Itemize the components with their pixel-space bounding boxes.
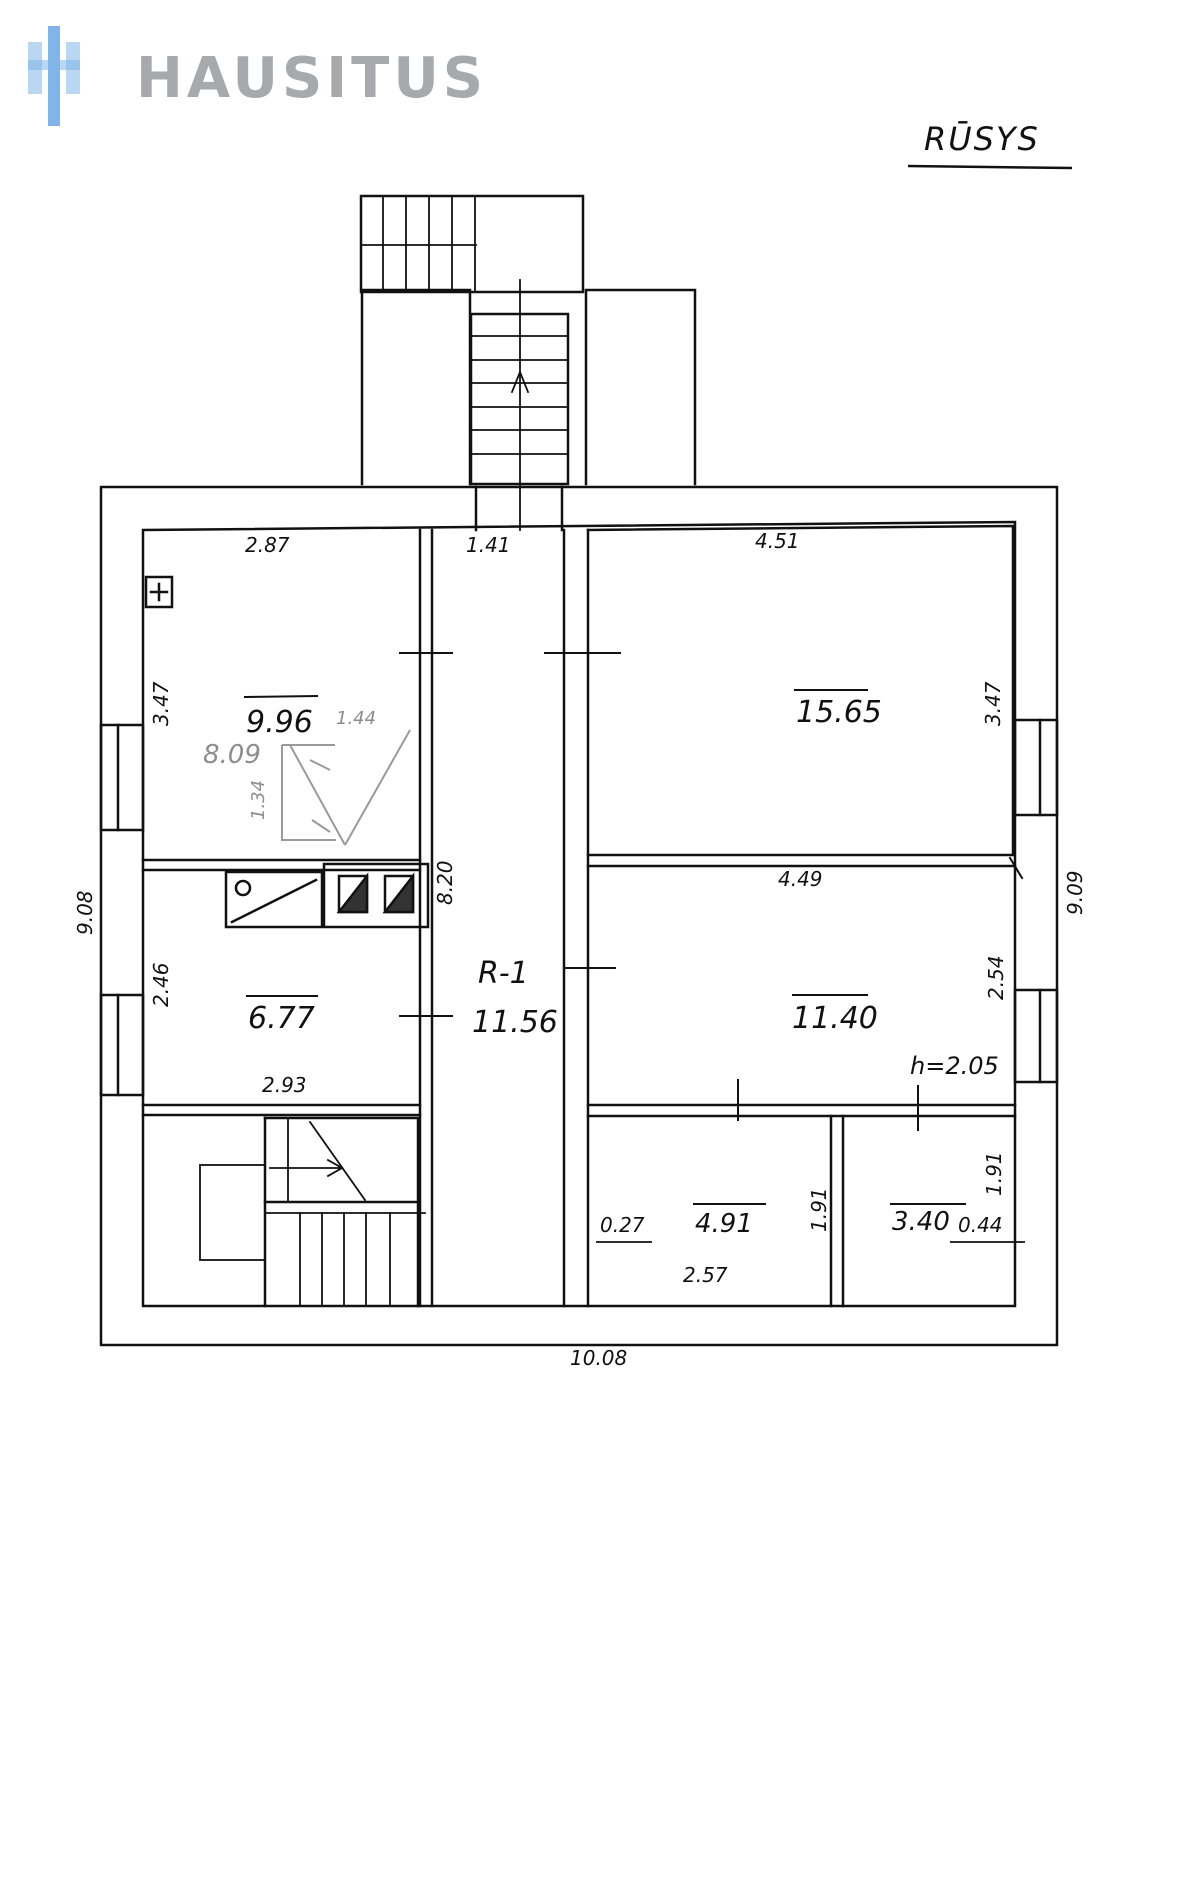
electric-box bbox=[144, 575, 174, 609]
room-area-label: 6.77 bbox=[248, 1001, 315, 1036]
dimension-label: 1.91 bbox=[982, 1151, 1006, 1196]
dimension-label: 4.51 bbox=[755, 529, 800, 553]
logo-mark-icon bbox=[28, 26, 80, 126]
dimension-label: 1.41 bbox=[466, 533, 511, 557]
logo-text: HAUSITUS bbox=[136, 46, 488, 111]
plan-title: RŪSYS bbox=[924, 120, 1040, 158]
ceiling-height-label: h=2.05 bbox=[910, 1052, 999, 1080]
dimension-label: 2.54 bbox=[984, 955, 1008, 1000]
dimension-label: 4.49 bbox=[778, 867, 823, 891]
dimension-label: 3.47 bbox=[149, 681, 173, 726]
pencil-side-note: 1.34 bbox=[248, 780, 269, 820]
boiler-fixture bbox=[224, 870, 324, 929]
outer-wall bbox=[99, 485, 1059, 1347]
room-area-label: 4.91 bbox=[695, 1209, 753, 1239]
pencil-side-note: 1.44 bbox=[336, 708, 376, 729]
dimension-label: 9.09 bbox=[1063, 870, 1087, 915]
corridor-code-label: R-1 bbox=[478, 956, 529, 991]
room-area-label: 9.96 bbox=[246, 705, 313, 740]
room-area-label: 11.56 bbox=[472, 1005, 558, 1040]
tank-fixture bbox=[322, 862, 430, 929]
dimension-label: 8.20 bbox=[433, 860, 457, 905]
dimension-label: 2.93 bbox=[262, 1073, 307, 1097]
hausitus-logo bbox=[28, 26, 80, 126]
room-area-label: 3.40 bbox=[892, 1207, 950, 1237]
dimension-label: 0.44 bbox=[958, 1213, 1003, 1237]
dimension-label: 2.87 bbox=[245, 533, 290, 557]
entrance-projection bbox=[360, 288, 472, 486]
room-area-label: 15.65 bbox=[796, 695, 882, 730]
pencil-area-note: 8.09 bbox=[203, 740, 261, 770]
dimension-label: 0.27 bbox=[600, 1213, 645, 1237]
room-area-label: 11.40 bbox=[792, 1001, 878, 1036]
outer-stair bbox=[359, 194, 585, 294]
dimension-label: 3.47 bbox=[981, 681, 1005, 726]
dimension-label: 2.57 bbox=[683, 1263, 728, 1287]
dimension-label: 9.08 bbox=[73, 890, 97, 935]
dimension-label: 10.08 bbox=[570, 1346, 627, 1370]
dimension-label: 1.91 bbox=[807, 1187, 831, 1232]
dimension-label: 2.46 bbox=[149, 962, 173, 1007]
inner-wall bbox=[141, 520, 1017, 1308]
